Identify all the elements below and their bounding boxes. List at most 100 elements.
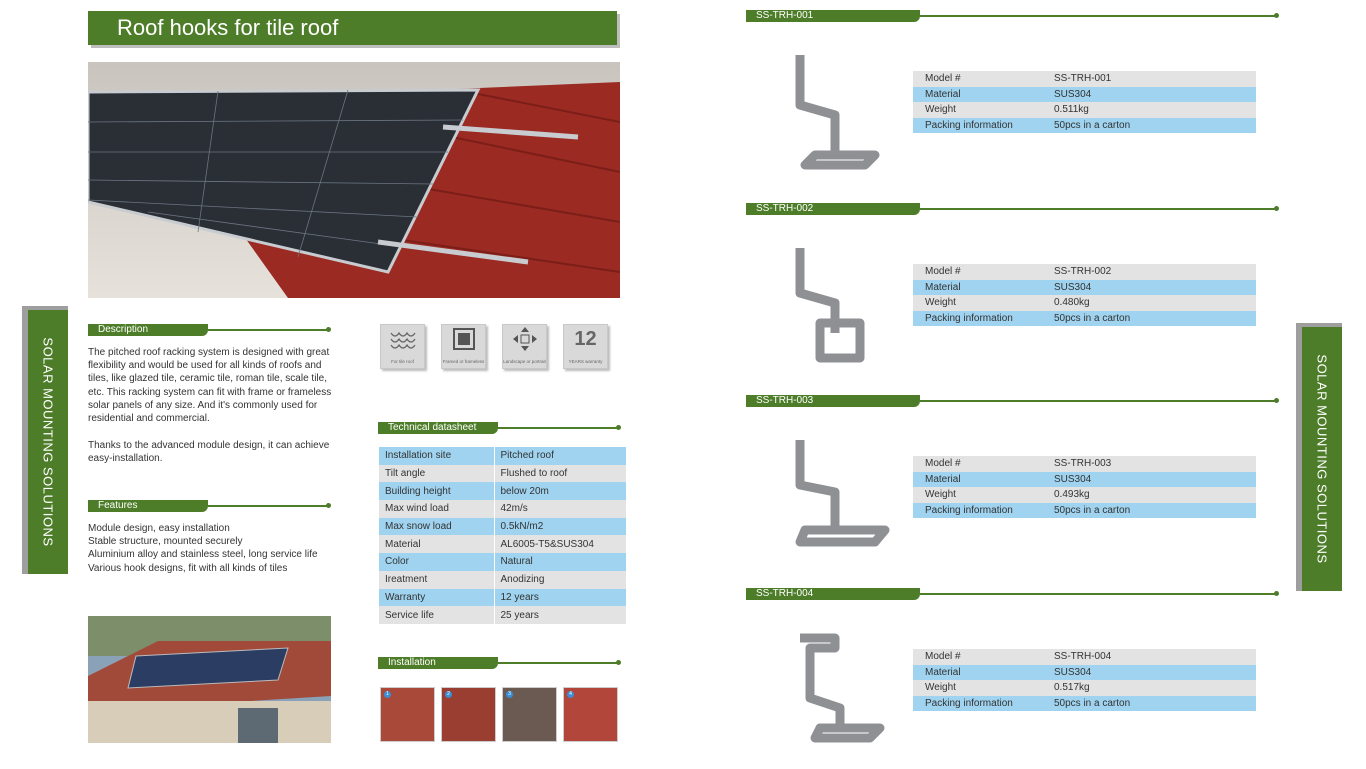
spec-key: Weight: [913, 680, 1046, 696]
spec-key: Packing information: [913, 695, 1046, 711]
features-heading: Features: [88, 500, 208, 512]
datasheet-value: Pitched roof: [494, 447, 626, 465]
landscape-portrait-icon: Landscape or portrait: [502, 324, 547, 369]
spec-key: Material: [913, 86, 1046, 102]
side-label-right: SOLAR MOUNTING SOLUTIONS: [1296, 323, 1342, 591]
spec-value: 0.493kg: [1046, 487, 1256, 503]
datasheet-value: Flushed to roof: [494, 464, 626, 483]
datasheet-key: Max snow load: [379, 517, 495, 536]
product-code: SS-TRH-001: [746, 10, 920, 22]
spec-value: SUS304: [1046, 664, 1256, 680]
spec-value: 50pcs in a carton: [1046, 117, 1256, 133]
roof-hook-image: [780, 238, 890, 363]
spec-value: SUS304: [1046, 279, 1256, 295]
description-heading: Description: [88, 324, 208, 336]
datasheet-section-header: Technical datasheet: [378, 422, 622, 434]
installation-step-1-image: 1: [380, 687, 435, 742]
spec-key: Weight: [913, 295, 1046, 311]
datasheet-heading: Technical datasheet: [378, 422, 498, 434]
side-label-left: SOLAR MOUNTING SOLUTIONS: [22, 306, 68, 574]
datasheet-key: Building height: [379, 482, 495, 501]
product-section-header: SS-TRH-002: [746, 203, 1280, 215]
spec-key: Weight: [913, 102, 1046, 118]
table-row: Model #SS-TRH-001: [913, 71, 1256, 87]
datasheet-value: Anodizing: [494, 570, 626, 589]
description-paragraph-1: The pitched roof racking system is desig…: [88, 347, 332, 425]
description-section-header: Description: [88, 324, 332, 336]
framed-frameless-icon: Framed or frameless: [441, 324, 486, 369]
datasheet-value: 42m/s: [494, 500, 626, 518]
table-row: Model #SS-TRH-003: [913, 456, 1256, 472]
spec-value: SS-TRH-004: [1046, 649, 1256, 665]
installation-section-header: Installation: [378, 657, 622, 669]
spec-key: Packing information: [913, 117, 1046, 133]
product-section-header: SS-TRH-001: [746, 10, 1280, 22]
spec-key: Model #: [913, 264, 1046, 280]
installation-step-4-image: 4: [563, 687, 618, 742]
side-label-text: SOLAR MOUNTING SOLUTIONS: [1314, 354, 1330, 564]
description-paragraph-2: Thanks to the advanced module design, it…: [88, 440, 330, 465]
warranty-icon: 12 YEARS warranty: [563, 324, 608, 369]
page-title: Roof hooks for tile roof: [117, 15, 339, 40]
spec-value: 0.480kg: [1046, 295, 1256, 311]
spec-key: Weight: [913, 487, 1046, 503]
spec-key: Packing information: [913, 310, 1046, 326]
page-title-banner: Roof hooks for tile roof: [88, 11, 617, 45]
spec-key: Material: [913, 279, 1046, 295]
spec-value: 50pcs in a carton: [1046, 502, 1256, 518]
list-item: Stable structure, mounted securely: [88, 536, 243, 548]
datasheet-value: below 20m: [494, 482, 626, 501]
table-row: Model #SS-TRH-002: [913, 264, 1256, 280]
spec-value: 50pcs in a carton: [1046, 310, 1256, 326]
datasheet-value: 0.5kN/m2: [494, 517, 626, 536]
datasheet-key: Color: [379, 553, 495, 571]
spec-key: Model #: [913, 456, 1046, 472]
spec-value: SUS304: [1046, 86, 1256, 102]
spec-value: SUS304: [1046, 471, 1256, 487]
list-item: Aluminium alloy and stainless steel, lon…: [88, 549, 318, 561]
spec-value: 0.511kg: [1046, 102, 1256, 118]
installation-step-2-image: 2: [441, 687, 496, 742]
product-section-header: SS-TRH-004: [746, 588, 1280, 600]
spec-value: SS-TRH-001: [1046, 71, 1256, 87]
roof-hook-image: [780, 45, 890, 170]
datasheet-value: AL6005-T5&SUS304: [494, 535, 626, 554]
spec-key: Packing information: [913, 502, 1046, 518]
spec-value: 0.517kg: [1046, 680, 1256, 696]
spec-key: Material: [913, 471, 1046, 487]
datasheet-key: Max wind load: [379, 500, 495, 518]
list-item: Various hook designs, fit with all kinds…: [88, 562, 288, 574]
datasheet-key: Ireatment: [379, 570, 495, 589]
product-code: SS-TRH-003: [746, 395, 920, 407]
features-list: Module design, easy installation Stable …: [88, 522, 338, 575]
product-code: SS-TRH-004: [746, 588, 920, 600]
installation-heading: Installation: [378, 657, 498, 669]
datasheet-value: 25 years: [494, 606, 626, 624]
datasheet-key: Tilt angle: [379, 464, 495, 483]
datasheet-key: Installation site: [379, 447, 495, 465]
spec-value: SS-TRH-002: [1046, 264, 1256, 280]
spec-key: Model #: [913, 649, 1046, 665]
